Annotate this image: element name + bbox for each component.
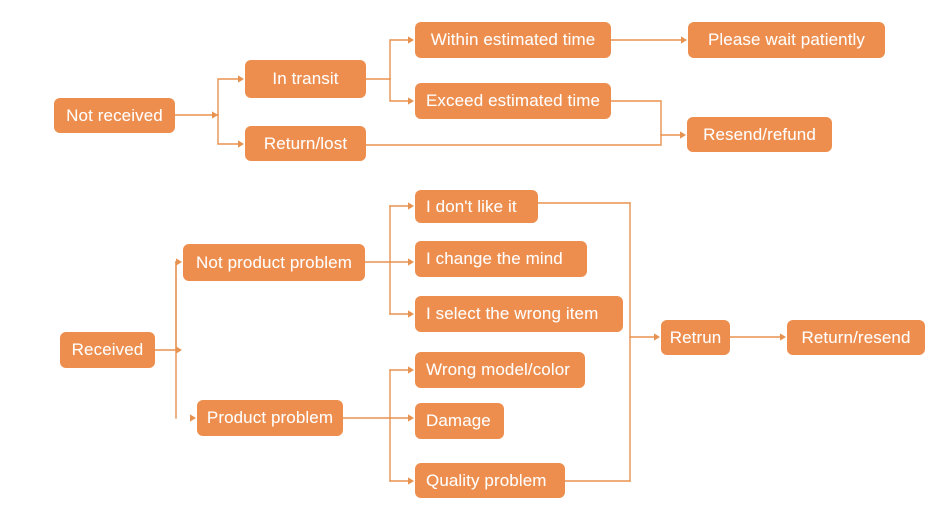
flow-node-return_lost[interactable]: Return/lost: [245, 126, 366, 161]
flow-node-received[interactable]: Received: [60, 332, 155, 368]
flow-node-damage[interactable]: Damage: [415, 403, 504, 439]
arrowhead-icon: [408, 97, 414, 105]
arrowhead-icon: [238, 140, 244, 148]
flow-node-wrong_model[interactable]: Wrong model/color: [415, 352, 585, 388]
arrowhead-icon: [408, 477, 414, 485]
flow-node-exceed_time[interactable]: Exceed estimated time: [415, 83, 611, 119]
flow-node-retrun[interactable]: Retrun: [661, 320, 730, 355]
flow-node-label: I select the wrong item: [426, 304, 599, 324]
arrowhead-icon: [176, 346, 182, 354]
flow-node-label: Not received: [66, 105, 163, 125]
flow-node-label: Product problem: [206, 408, 334, 428]
flow-node-label: Not product problem: [196, 252, 352, 272]
arrowhead-icon: [680, 131, 686, 139]
flow-node-in_transit[interactable]: In transit: [245, 60, 366, 98]
flow-node-not_received[interactable]: Not received: [54, 98, 175, 133]
flow-node-label: Damage: [426, 411, 491, 431]
flow-node-label: I change the mind: [426, 249, 563, 269]
flow-node-dont_like[interactable]: I don't like it: [415, 190, 538, 223]
flow-node-resend_refund[interactable]: Resend/refund: [687, 117, 832, 152]
flow-node-label: Resend/refund: [703, 124, 816, 144]
arrowhead-icon: [190, 414, 196, 422]
arrowhead-icon: [681, 36, 687, 44]
flow-node-please_wait[interactable]: Please wait patiently: [688, 22, 885, 58]
flow-node-label: Please wait patiently: [707, 30, 866, 50]
flow-node-label: In transit: [272, 69, 339, 89]
arrowhead-icon: [408, 414, 414, 422]
flow-edge: [389, 78, 409, 102]
flow-node-within_time[interactable]: Within estimated time: [415, 22, 611, 58]
flow-edge: [389, 39, 409, 80]
flow-node-return_resend[interactable]: Return/resend: [787, 320, 925, 355]
arrowhead-icon: [212, 111, 218, 119]
flow-node-quality_prob[interactable]: Quality problem: [415, 463, 565, 498]
flow-node-label: Within estimated time: [430, 30, 596, 50]
flow-node-label: I don't like it: [426, 196, 517, 216]
flow-node-not_product[interactable]: Not product problem: [183, 244, 365, 281]
flow-edge: [365, 134, 662, 146]
flow-node-label: Received: [71, 340, 144, 360]
flow-edge: [217, 78, 239, 116]
arrowhead-icon: [654, 333, 660, 341]
flow-node-label: Wrong model/color: [426, 360, 571, 380]
flow-node-product_prob[interactable]: Product problem: [197, 400, 343, 436]
flow-node-wrong_item[interactable]: I select the wrong item: [415, 296, 623, 332]
flow-node-label: Exceed estimated time: [425, 91, 601, 111]
flow-node-change_mind[interactable]: I change the mind: [415, 241, 587, 277]
flow-node-label: Return/resend: [801, 327, 911, 347]
arrowhead-icon: [780, 333, 786, 341]
flow-node-label: Retrun: [669, 327, 722, 347]
flow-edge: [610, 100, 681, 136]
arrowhead-icon: [408, 202, 414, 210]
flow-node-label: Quality problem: [426, 470, 547, 490]
arrowhead-icon: [238, 75, 244, 83]
flow-node-label: Return/lost: [263, 133, 348, 153]
arrowhead-icon: [176, 258, 182, 266]
arrowhead-icon: [408, 310, 414, 318]
arrowhead-icon: [408, 36, 414, 44]
arrowhead-icon: [408, 366, 414, 374]
arrowhead-icon: [408, 258, 414, 266]
flow-edge: [217, 114, 239, 145]
